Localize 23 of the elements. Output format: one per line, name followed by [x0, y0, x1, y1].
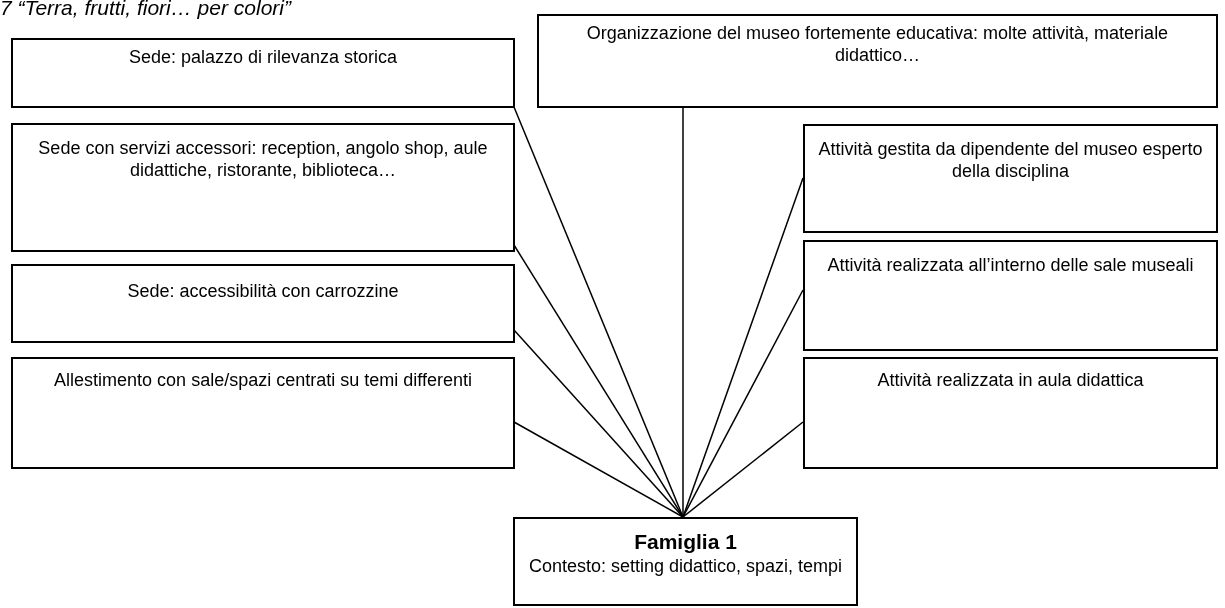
box-text: Sede con servizi accessori: reception, angolo shop, aule didattiche, ristorante, biblioteca…	[37, 137, 489, 181]
connector-line	[682, 289, 804, 518]
feature-box	[537, 14, 1218, 108]
box-text: Attività gestita da dipendente del museo esperto della disciplina	[817, 138, 1204, 182]
feature-box	[803, 124, 1218, 233]
connector-line	[682, 106, 684, 518]
box-heading: Famiglia 1	[633, 529, 738, 555]
connector-line	[682, 421, 804, 518]
feature-box	[11, 123, 515, 252]
feature-box	[803, 357, 1218, 469]
box-text: Contesto: setting didattico, spazi, tempi	[527, 555, 844, 577]
box-text: Attività realizzata all’interno delle sale museali	[826, 254, 1195, 276]
feature-box	[11, 38, 515, 108]
box-text: Sede: palazzo di rilevanza storica	[127, 46, 399, 68]
box-text: Organizzazione del museo fortemente educativa: molte attività, materiale didattico…	[585, 22, 1170, 66]
feature-box	[11, 357, 515, 469]
feature-box	[11, 264, 515, 343]
title: 7 “Terra, frutti, fiori… per colori”	[0, 0, 291, 20]
box-text: Attività realizzata in aula didattica	[876, 369, 1145, 391]
box-text: Allestimento con sale/spazi centrati su temi differenti	[53, 369, 473, 391]
box-text: Sede: accessibilità con carrozzine	[126, 280, 400, 302]
summary-box	[513, 517, 858, 606]
feature-box	[803, 240, 1218, 351]
